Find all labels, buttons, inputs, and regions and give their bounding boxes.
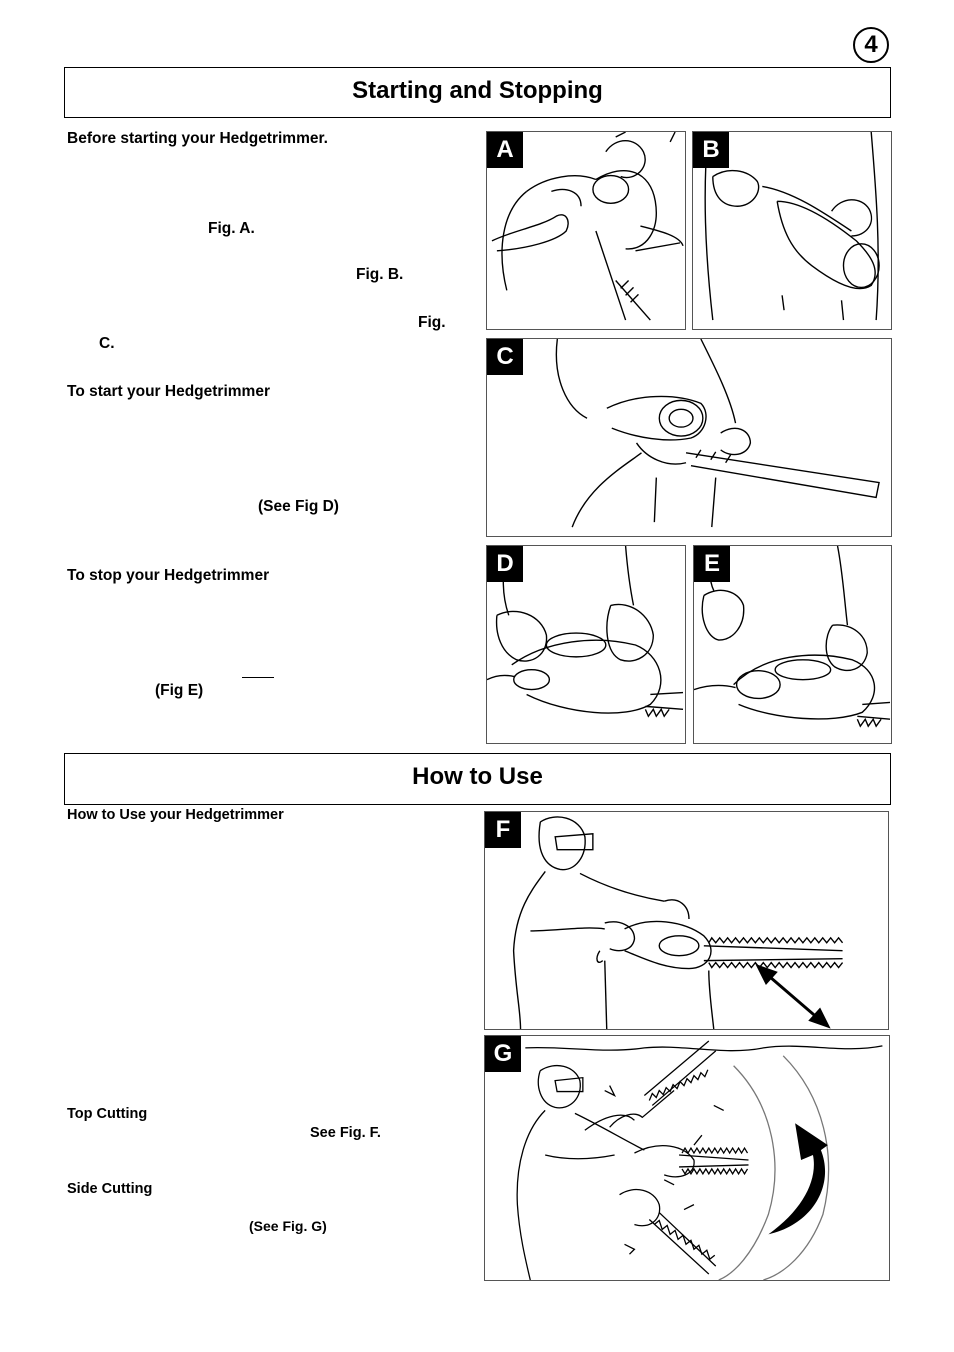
underline-mark: [242, 677, 274, 678]
top-cutting-heading: Top Cutting: [67, 1106, 148, 1122]
figure-f: F: [484, 811, 889, 1030]
figure-f-label: F: [485, 812, 521, 848]
page-number: 4: [853, 27, 889, 63]
figure-e: E: [693, 545, 892, 744]
stop-heading: To stop your Hedgetrimmer: [67, 567, 270, 584]
figure-g: G: [484, 1035, 890, 1281]
figure-a: A: [486, 131, 686, 330]
section-title-starting: Starting and Stopping: [64, 67, 891, 118]
figure-e-label: E: [694, 546, 730, 582]
how-to-use-heading: How to Use your Hedgetrimmer: [67, 807, 284, 823]
ref-fig-f: See Fig. F.: [310, 1125, 381, 1141]
figure-g-illustration: [516, 1040, 883, 1280]
ref-fig-a: Fig. A.: [208, 220, 255, 237]
ref-fig-c-part1: Fig.: [418, 314, 446, 331]
before-starting-heading: Before starting your Hedgetrimmer.: [67, 130, 328, 147]
ref-fig-d: (See Fig D): [258, 498, 339, 515]
figure-g-label: G: [485, 1036, 521, 1072]
figure-a-label: A: [487, 132, 523, 168]
figure-f-illustration: [512, 816, 844, 1029]
figure-a-illustration: [491, 132, 684, 321]
figure-d: D: [486, 545, 686, 744]
figure-e-illustration: [694, 546, 891, 728]
figure-c: C: [486, 338, 892, 537]
ref-fig-c-part2: C.: [99, 335, 115, 352]
figure-c-label: C: [487, 339, 523, 375]
section-title-how-to-use: How to Use: [64, 753, 891, 805]
figure-d-label: D: [487, 546, 523, 582]
figure-b: B: [692, 131, 892, 330]
ref-fig-g: (See Fig. G): [249, 1218, 327, 1234]
side-cutting-heading: Side Cutting: [67, 1181, 153, 1197]
ref-fig-b: Fig. B.: [356, 266, 404, 283]
figure-c-illustration: [555, 339, 880, 528]
ref-fig-e: (Fig E): [155, 682, 204, 699]
figure-b-label: B: [693, 132, 729, 168]
start-heading: To start your Hedgetrimmer: [67, 383, 270, 400]
